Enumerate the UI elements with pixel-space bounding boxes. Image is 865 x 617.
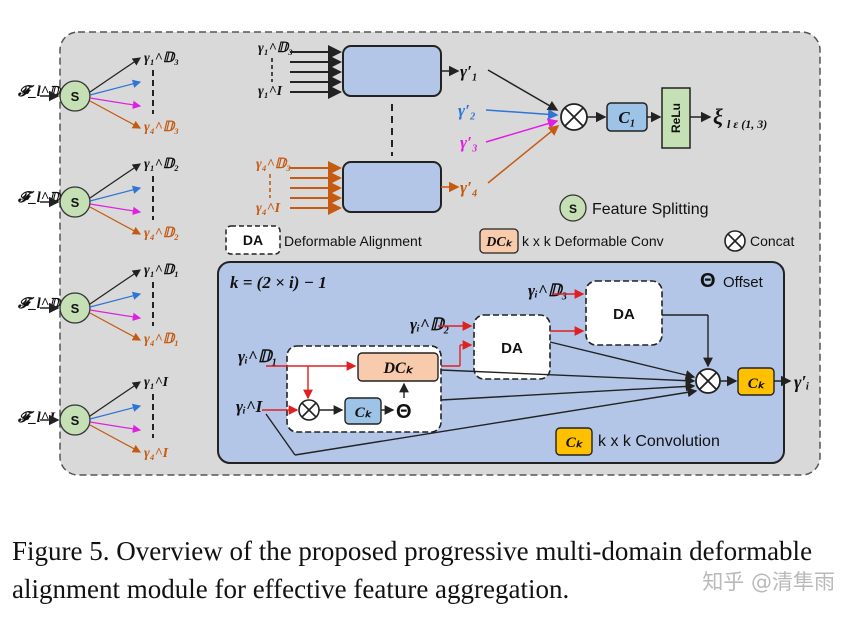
align-in-bottom: γ₁^I xyxy=(258,84,283,99)
gamma-top: γ₁^𝔻₁ xyxy=(144,263,179,278)
align-in-top: γ₁^𝔻₃ xyxy=(258,41,293,56)
split-row-4: 𝓕_l^I S γ₁^I γ₄^I xyxy=(17,375,169,461)
watermark: 知乎 @清隼雨 xyxy=(702,570,835,594)
align-out: γ′₁ xyxy=(460,62,478,81)
gamma-bottom: γ₄^𝔻₁ xyxy=(144,332,179,347)
dck-label: DCₖ xyxy=(382,360,413,377)
da-box-2-label: DA xyxy=(501,340,523,357)
concat-node xyxy=(560,103,588,131)
legend-da-box-label: DA xyxy=(243,232,263,248)
input-label: 𝓕_l^I xyxy=(17,410,56,426)
split-node xyxy=(59,292,91,324)
ck-label-inner: Cₖ xyxy=(355,405,373,421)
relu-label: ReLu xyxy=(669,103,683,133)
gamma-top: γ₁^𝔻₂ xyxy=(144,157,179,172)
legend-conv-box-label: Cₖ xyxy=(566,435,584,451)
gamma-top: γ₁^I xyxy=(144,375,169,390)
align-in-bottom: γ₄^I xyxy=(256,201,281,216)
legend-concat-icon xyxy=(724,230,746,252)
split-row-3: 𝓕_l^𝔻₁ S γ₁^𝔻₁ γ₄^𝔻₁ xyxy=(17,263,179,347)
split-node xyxy=(59,404,91,436)
legend-concat-text: Concat xyxy=(750,233,794,249)
legend-da-text: Deformable Alignment xyxy=(284,233,422,249)
input-label: 𝓕_l^𝔻₁ xyxy=(17,296,65,312)
theta-node: Θ xyxy=(396,401,412,423)
alignment-box xyxy=(342,45,442,97)
legend-dck-box xyxy=(479,228,519,254)
split-node-label: S xyxy=(71,195,80,210)
split-node xyxy=(59,80,91,112)
split-node xyxy=(59,186,91,218)
gamma-bottom: γ₄^𝔻₂ xyxy=(144,226,179,241)
ck-label-final: Cₖ xyxy=(748,376,766,392)
relu-box xyxy=(661,87,691,149)
legend-split-node-label: S xyxy=(569,202,577,216)
input-label: 𝓕_l^𝔻₂ xyxy=(17,190,65,206)
split-row-2: 𝓕_l^𝔻₂ S γ₁^𝔻₂ γ₄^𝔻₂ xyxy=(17,157,179,241)
diagram: 𝓕_l^𝔻₃ S γ₁^𝔻₃ γ₄^𝔻₃ 𝓕_l^𝔻₂ S γ₁^𝔻₂ γ₄^𝔻… xyxy=(17,31,821,476)
align-block-bottom: γ₄^𝔻₃ γ₄^I γ′₄ xyxy=(256,157,478,216)
legend-conv-box xyxy=(555,427,593,456)
split-node-label: S xyxy=(71,89,80,104)
detail-input-i: γᵢ^I xyxy=(236,397,264,416)
output-xi-sub: l ε (1, 3) xyxy=(727,117,767,131)
gamma-bottom: γ₄^I xyxy=(144,446,169,461)
final-concat-node xyxy=(695,368,721,394)
detail-formula: k = (2 × i) − 1 xyxy=(230,273,327,292)
detail-input-d2: γᵢ^𝔻₂ xyxy=(410,315,450,334)
gamma-prime-2: γ′₂ xyxy=(458,101,476,120)
align-block-top: γ₁^𝔻₃ γ₁^I γ′₁ xyxy=(258,41,478,99)
legend-conv-text: k x k Convolution xyxy=(598,433,720,450)
legend-dck-box-label: DCₖ xyxy=(485,235,512,250)
input-label: 𝓕_l^𝔻₃ xyxy=(17,84,65,100)
detail-input-d1: γᵢ^𝔻₁ xyxy=(238,347,278,366)
offset-theta-icon: Θ xyxy=(700,270,716,292)
split-row-1: 𝓕_l^𝔻₃ S γ₁^𝔻₃ γ₄^𝔻₃ xyxy=(17,51,179,135)
ck-box-inner xyxy=(344,397,382,425)
da-box-2 xyxy=(473,314,551,380)
alignment-box xyxy=(342,161,442,213)
gamma-top: γ₁^𝔻₃ xyxy=(144,51,179,66)
c1-label: C₁ xyxy=(618,108,635,127)
legend-feature-splitting: Feature Splitting xyxy=(592,201,709,218)
da-box-3 xyxy=(585,280,663,346)
figure-caption: Figure 5. Overview of the proposed progr… xyxy=(12,536,813,604)
gamma-bottom: γ₄^𝔻₃ xyxy=(144,120,179,135)
da-box-3-label: DA xyxy=(613,306,635,323)
align-out: γ′₄ xyxy=(460,178,478,197)
legend-split-node xyxy=(559,194,587,222)
dck-box xyxy=(357,352,439,382)
align-in-top: γ₄^𝔻₃ xyxy=(256,157,291,172)
output-xi: ξ xyxy=(713,104,723,129)
legend-da-box xyxy=(225,225,281,255)
inner-concat-node xyxy=(298,399,320,421)
split-node-label: S xyxy=(71,301,80,316)
split-node-label: S xyxy=(71,413,80,428)
gamma-prime-3: γ′₃ xyxy=(460,133,478,152)
legend-offset-text: Offset xyxy=(723,274,764,291)
detail-output: γ′ᵢ xyxy=(794,372,810,392)
legend-dck-text: k x k Deformable Conv xyxy=(522,233,664,249)
detail-input-d3: γᵢ^𝔻₃ xyxy=(528,281,568,300)
